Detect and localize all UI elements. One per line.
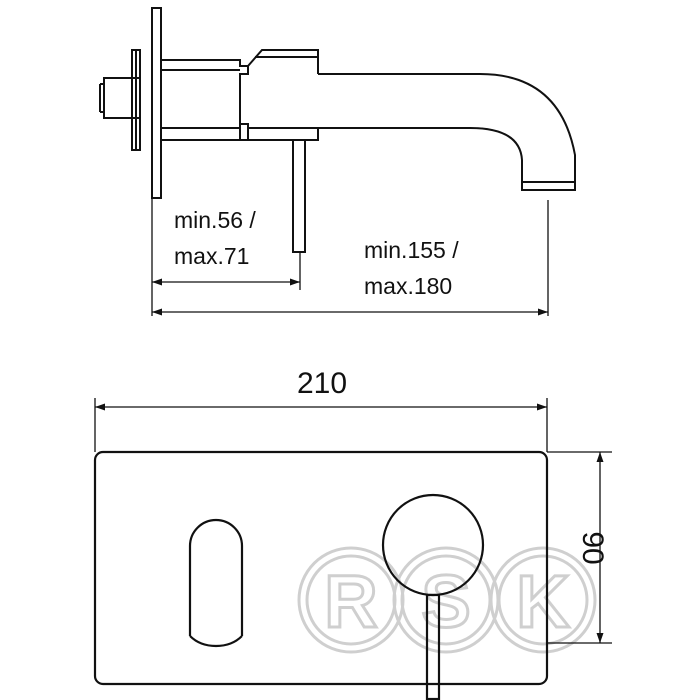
watermark-letter-s: S	[421, 560, 470, 643]
dim-label-wall-to-spout-line1: min.155 /	[364, 237, 459, 263]
front-view-dimensions	[94, 398, 612, 644]
lever-stem	[425, 593, 441, 700]
side-view-dimensions	[151, 198, 549, 316]
spout	[318, 73, 576, 191]
watermark-letter-r: R	[324, 560, 377, 643]
watermark-ring-k	[489, 546, 597, 654]
front-view	[93, 450, 549, 700]
side-view	[99, 7, 576, 253]
dim-label-height: 90	[576, 531, 609, 564]
valve-housing	[103, 77, 141, 119]
lever-handle	[292, 139, 306, 253]
watermark	[297, 546, 597, 654]
spout-outlet	[188, 518, 244, 636]
wall-plate	[151, 7, 162, 199]
front-plate	[93, 450, 549, 686]
dim-label-wall-to-spout-line2: max.180	[364, 273, 452, 299]
dim-label-wall-to-lever-line1: min.56 /	[174, 207, 256, 233]
dim-label-width: 210	[297, 367, 347, 400]
watermark-letter-k: K	[516, 560, 569, 643]
dim-label-wall-to-lever-line2: max.71	[174, 243, 249, 269]
